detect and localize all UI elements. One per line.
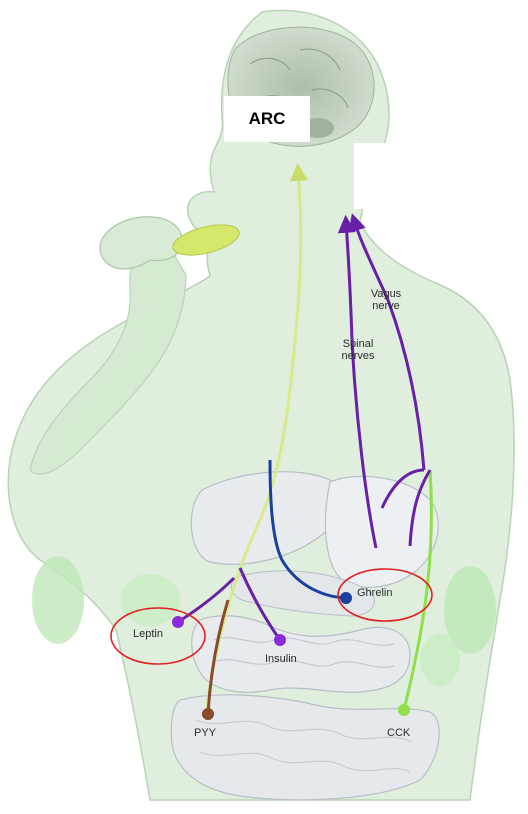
arc-label-box: ARC bbox=[224, 96, 310, 142]
cck-label: CCK bbox=[387, 727, 410, 739]
pyy-label: PYY bbox=[194, 727, 216, 739]
ghrelin-label: Ghrelin bbox=[357, 587, 392, 599]
cck-node bbox=[398, 704, 410, 716]
insulin-node bbox=[274, 634, 286, 646]
vagus-nerve-label: Vagus nerve bbox=[362, 288, 410, 312]
insulin-label: Insulin bbox=[265, 653, 297, 665]
digestive-organs bbox=[171, 472, 439, 800]
arc-label: ARC bbox=[249, 109, 286, 129]
pyy-node bbox=[202, 708, 214, 720]
blank-label-box bbox=[354, 143, 462, 209]
leptin-node bbox=[172, 616, 184, 628]
leptin-label: Leptin bbox=[133, 628, 163, 640]
spinal-nerves-label: Spinal nerves bbox=[332, 338, 384, 362]
ghrelin-node bbox=[340, 592, 352, 604]
